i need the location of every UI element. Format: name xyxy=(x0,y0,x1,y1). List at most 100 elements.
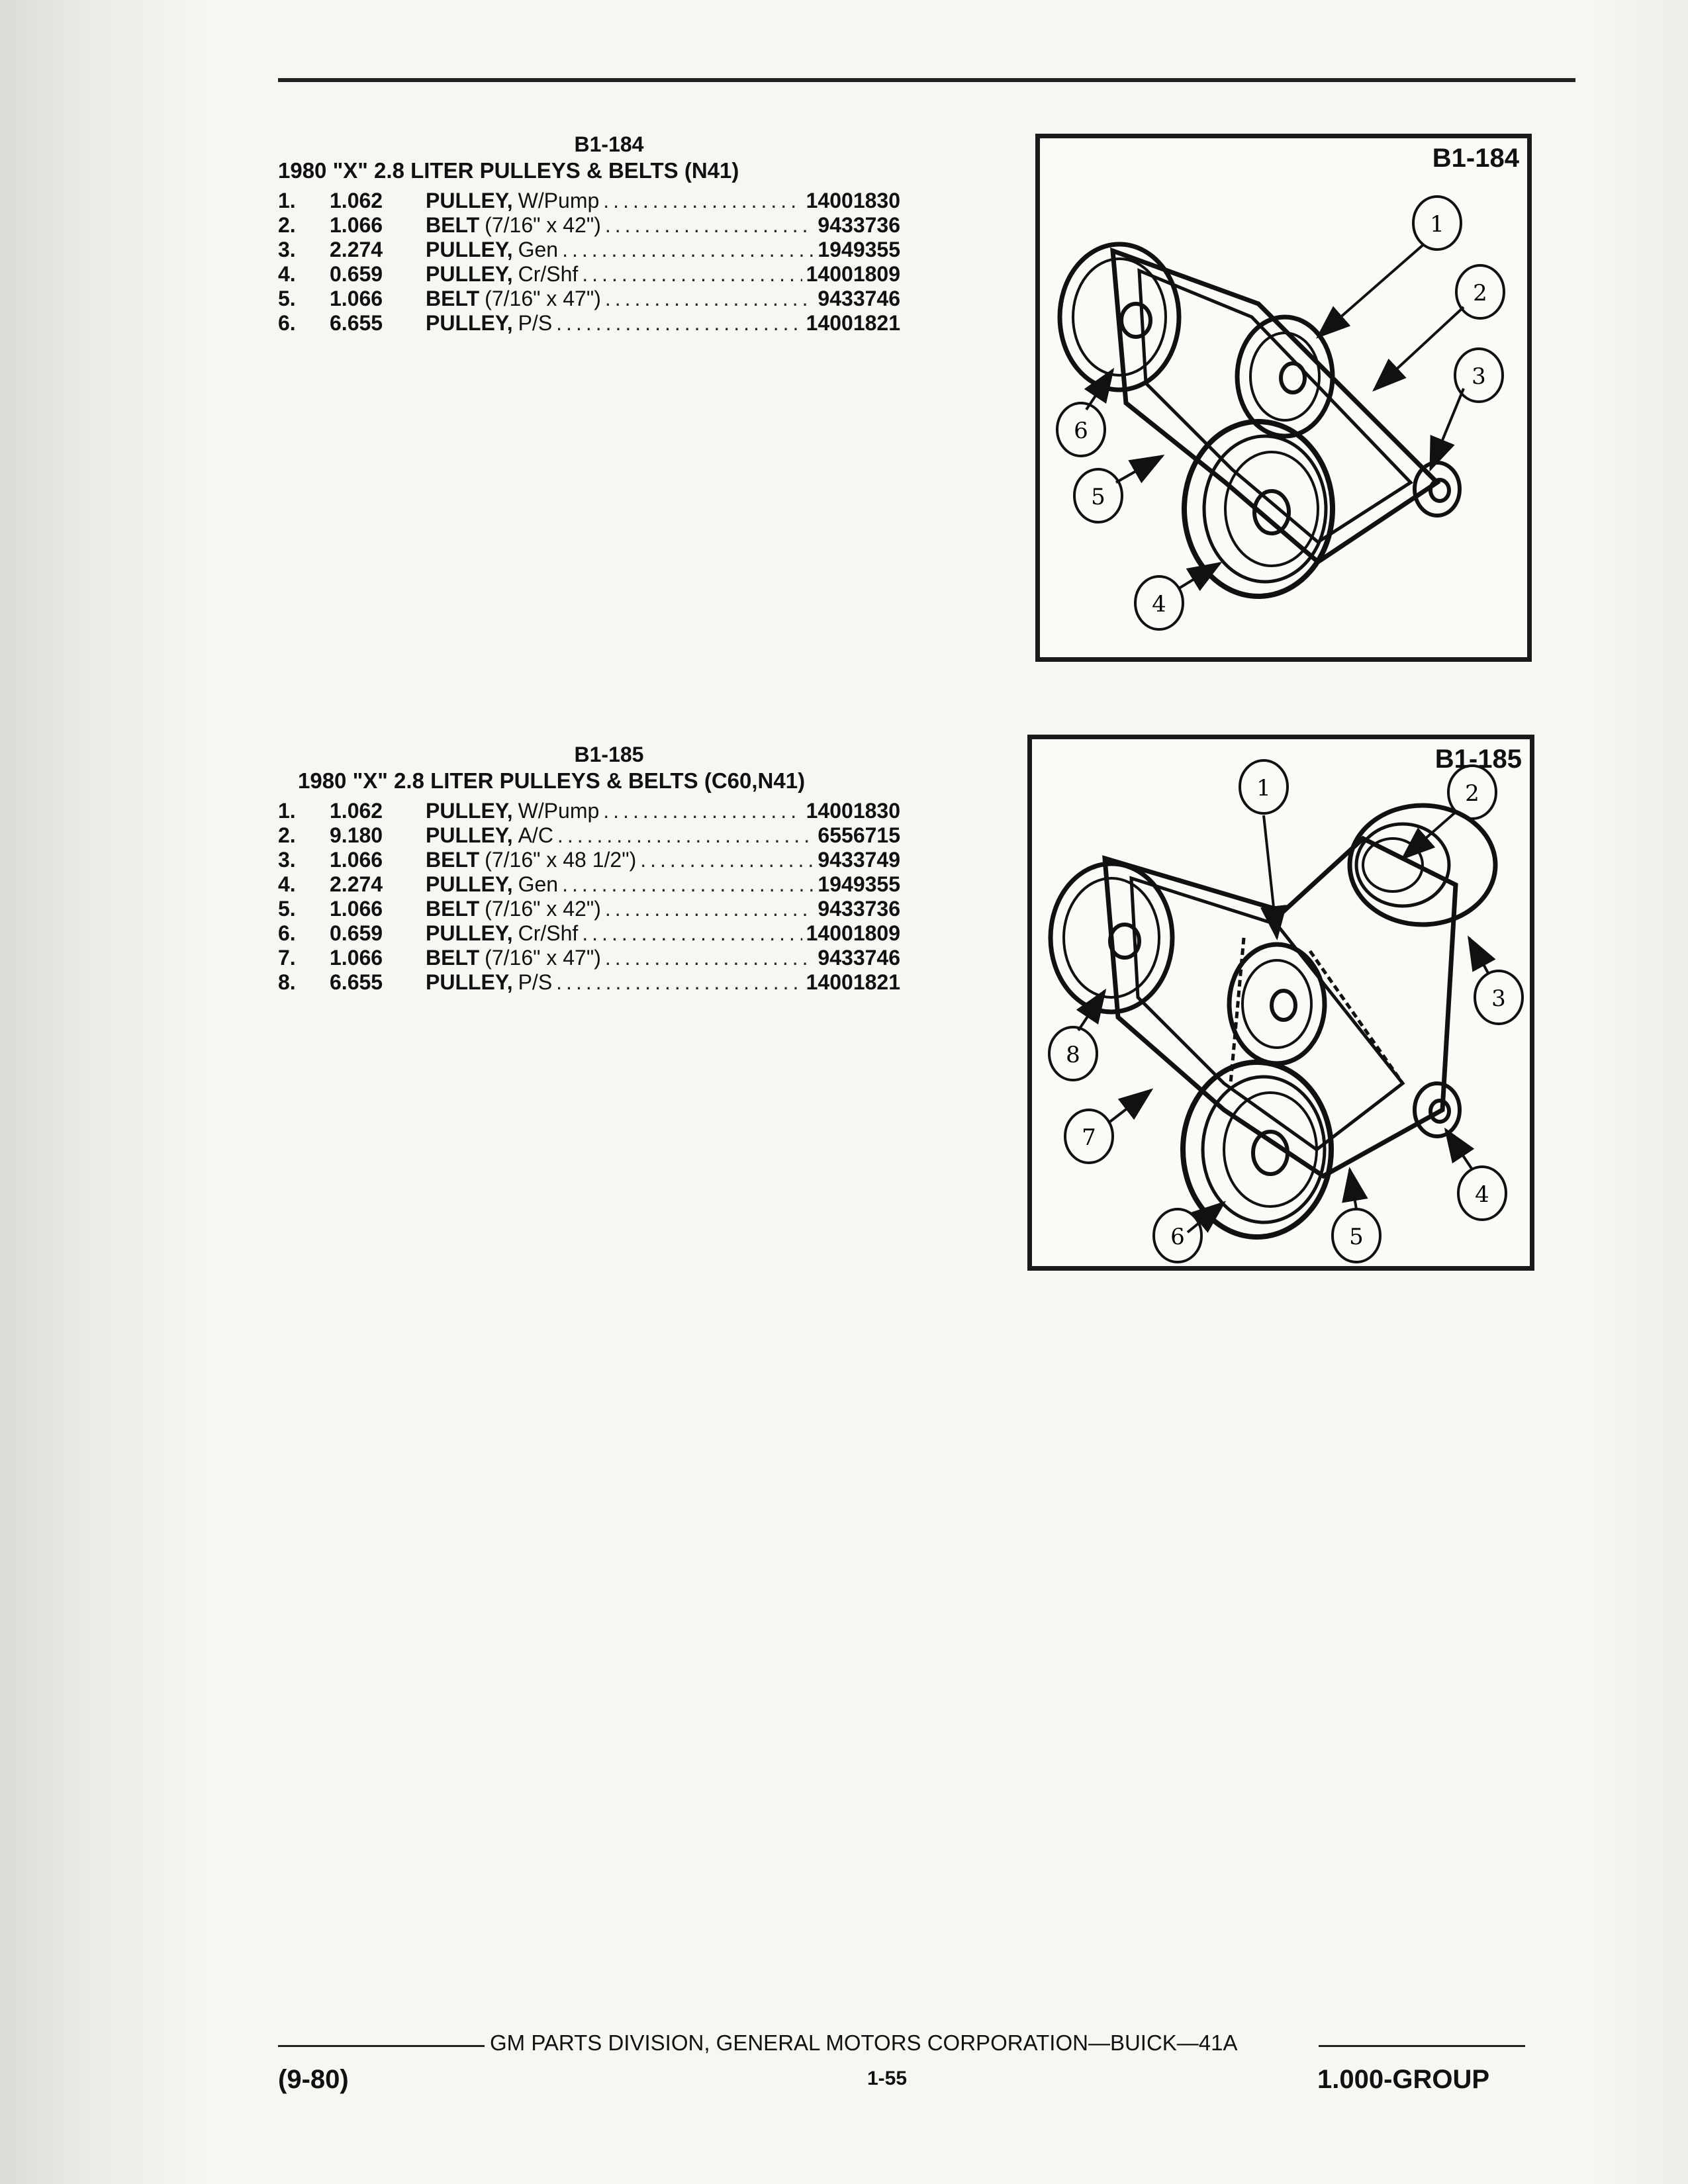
part-number: 14001809 xyxy=(806,921,900,945)
part-name: BELT xyxy=(426,213,480,237)
item-number: 5. xyxy=(278,897,296,921)
part-description: (7/16" x 42") xyxy=(485,213,601,237)
part-description: Cr/Shf xyxy=(518,921,579,945)
footer-rule-right xyxy=(1319,2045,1525,2047)
part-name: PULLEY, xyxy=(426,921,513,945)
figure-b1-184: 1 2 3 4 5 6 B1-184 xyxy=(1035,134,1532,662)
part-number: 6556715 xyxy=(818,823,900,847)
belt-outer xyxy=(1102,835,1458,1179)
leader-dots xyxy=(557,823,814,848)
item-number: 1. xyxy=(278,799,296,823)
callout-3-circle xyxy=(1474,970,1524,1025)
leader-dots xyxy=(605,213,814,238)
group-number: 1.062 xyxy=(330,799,383,823)
item-number: 4. xyxy=(278,262,296,286)
part-name: PULLEY, xyxy=(426,189,513,212)
item-number: 8. xyxy=(278,970,296,994)
ps-pulley xyxy=(1057,242,1182,392)
group-number: 6.655 xyxy=(330,970,383,994)
part-description: W/Pump xyxy=(518,799,600,823)
callout-8-circle xyxy=(1048,1026,1098,1081)
callout-6-circle xyxy=(1056,402,1106,457)
section-code: B1-184 xyxy=(574,132,644,156)
leader-dots xyxy=(605,946,814,970)
part-name: PULLEY, xyxy=(426,823,513,847)
leader-dots xyxy=(603,799,802,823)
part-description: Gen xyxy=(518,238,559,261)
part-number: 1949355 xyxy=(818,872,900,896)
callout-1: 1 xyxy=(1256,775,1271,801)
callout-6: 6 xyxy=(1074,418,1088,444)
figure-label: B1-185 xyxy=(1434,745,1522,774)
leader-dots xyxy=(640,848,814,872)
callout-8: 8 xyxy=(1066,1042,1080,1068)
leader-dots xyxy=(605,287,814,311)
part-number: 9433736 xyxy=(818,213,900,237)
part-number: 9433746 xyxy=(818,946,900,970)
part-name: BELT xyxy=(426,946,480,970)
item-number: 3. xyxy=(278,238,296,261)
footer-publisher: GM PARTS DIVISION, GENERAL MOTORS CORPOR… xyxy=(490,2030,1238,2055)
page-number: 1-55 xyxy=(867,2068,908,2089)
generator-pulley xyxy=(1413,461,1462,518)
belt-outer xyxy=(1110,247,1441,565)
generator-pulley xyxy=(1413,1081,1462,1138)
part-name: PULLEY, xyxy=(426,872,513,896)
part-row: 2. 1.066 BELT(7/16" x 42") 9433736 xyxy=(278,213,900,238)
part-description: (7/16" x 48 1/2") xyxy=(485,848,637,872)
leader-dots xyxy=(603,189,802,213)
group-number: 1.066 xyxy=(330,213,383,237)
part-name: BELT xyxy=(426,897,480,921)
part-number: 9433746 xyxy=(818,287,900,310)
callout-6: 6 xyxy=(1170,1224,1185,1250)
group-number: 9.180 xyxy=(330,823,383,847)
item-number: 1. xyxy=(278,189,296,212)
callout-5: 5 xyxy=(1091,484,1105,510)
crankshaft-pulley xyxy=(1182,419,1335,599)
part-description: W/Pump xyxy=(518,189,600,212)
item-number: 2. xyxy=(278,213,296,237)
footer-group: 1.000-GROUP xyxy=(1317,2065,1490,2094)
leader-dots xyxy=(582,262,802,287)
footer-date: (9-80) xyxy=(278,2065,349,2094)
leader-dots xyxy=(605,897,814,921)
item-number: 7. xyxy=(278,946,296,970)
leader-dots xyxy=(556,970,802,995)
part-number: 14001821 xyxy=(806,311,900,335)
part-description: Cr/Shf xyxy=(518,262,579,286)
item-number: 2. xyxy=(278,823,296,847)
section-title: 1980 "X" 2.8 LITER PULLEYS & BELTS (N41) xyxy=(278,158,739,183)
figure-b1-185: 1 2 3 4 5 6 7 8 B1-185 xyxy=(1027,735,1534,1271)
part-number: 14001830 xyxy=(806,799,900,823)
callout-5: 5 xyxy=(1349,1224,1364,1250)
callout-5-circle xyxy=(1331,1208,1382,1263)
part-name: PULLEY, xyxy=(426,311,513,335)
leader-dots xyxy=(562,872,814,897)
ac-pulley xyxy=(1347,803,1498,927)
crankshaft-pulley xyxy=(1180,1060,1334,1240)
part-name: PULLEY, xyxy=(426,970,513,994)
callout-4: 4 xyxy=(1475,1181,1489,1208)
callout-2-circle xyxy=(1455,264,1505,320)
callout-4-circle xyxy=(1134,575,1184,631)
callout-4-circle xyxy=(1457,1165,1507,1221)
part-name: BELT xyxy=(426,287,480,310)
item-number: 6. xyxy=(278,311,296,335)
section-b1-184: B1-184 1980 "X" 2.8 LITER PULLEYS & BELT… xyxy=(278,132,900,336)
group-number: 2.274 xyxy=(330,238,383,261)
callout-1-circle xyxy=(1239,759,1289,815)
callout-4: 4 xyxy=(1152,591,1166,617)
part-description: (7/16" x 47") xyxy=(485,946,601,970)
section-title: 1980 "X" 2.8 LITER PULLEYS & BELTS (C60,… xyxy=(298,768,806,793)
part-number: 14001830 xyxy=(806,189,900,212)
